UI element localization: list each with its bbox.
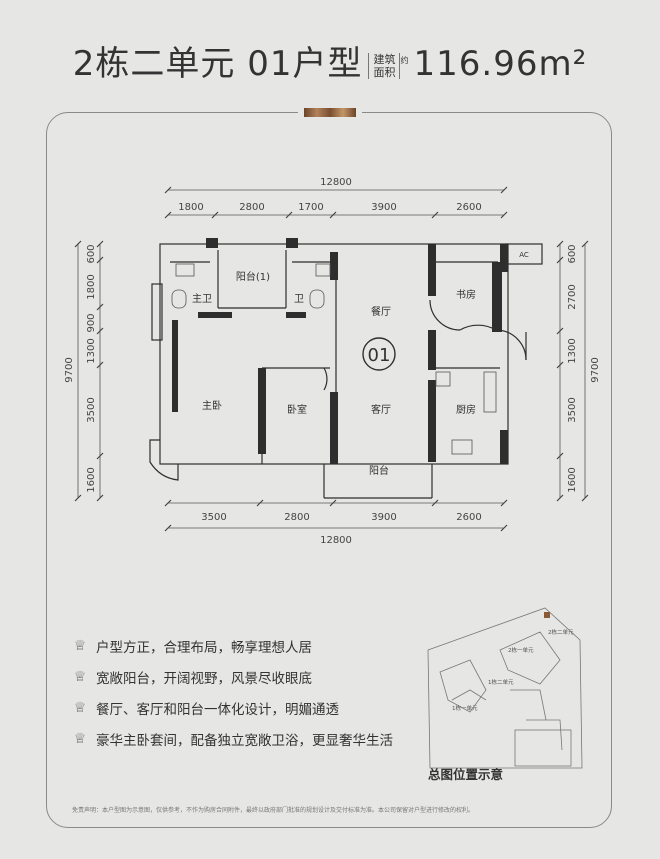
dim-bottom-2: 2800 [284,512,309,523]
room-study: 书房 [456,288,476,301]
dim-top-1: 1800 [178,202,203,213]
dim-left-4: 1300 [86,338,97,363]
dim-bottom-1: 3500 [201,512,226,523]
dim-right-5: 1600 [567,467,578,492]
dim-bottom-total: 12800 [320,535,352,546]
room-living: 客厅 [371,403,391,416]
dimension-labels: 12800 1800 2800 1700 3900 2600 3500 2800… [178,177,481,546]
dim-right-4: 3500 [567,397,578,422]
area-label-line1: 建筑 [373,52,396,66]
site-plan-label: 总图位置示意 [428,767,504,782]
dimension-ticks [74,186,589,532]
dim-left-6: 1600 [86,467,97,492]
dim-right-1: 600 [567,244,578,263]
dim-right-2: 2700 [567,284,578,309]
fixtures [171,263,497,455]
crown-icon: ♕ [73,637,87,654]
room-master-bed: 主卧 [202,399,222,412]
site-tag-4: 1栋一单元 [452,704,478,712]
room-labels: 主卫 阳台(1) 卫 餐厅 书房 01 主卧 卧室 客厅 厨房 阳台 AC [192,251,529,477]
room-ac: AC [519,251,529,259]
dim-left-5: 3500 [86,397,97,422]
room-kitchen: 厨房 [456,403,476,416]
feature-text: 豪华主卧套间，配备独立宽敞卫浴，更显奢华生活 [96,732,393,749]
feature-item: ♕ 豪华主卧套间，配备独立宽敞卫浴，更显奢华生活 [72,723,432,754]
dim-left-3: 900 [86,313,97,332]
area-label-sup: 约 [400,55,410,65]
feature-text: 餐厅、客厅和阳台一体化设计，明媚通透 [96,701,339,718]
feature-list: ♕ 户型方正，合理布局，畅享理想人居 ♕ 宽敞阳台，开阔视野，风景尽收眼底 ♕ 餐厅、… [72,630,432,754]
room-dining: 餐厅 [371,305,391,318]
room-master-bath: 主卫 [192,293,212,305]
plan-outline [149,243,543,499]
site-tag-3: 1栋二单元 [488,678,514,686]
room-bedroom: 卧室 [287,403,307,416]
unit-number-circle [362,337,396,371]
dim-bottom-3: 3900 [371,512,396,523]
dim-top-2: 2800 [239,202,264,213]
area-label-line2: 面积 [373,65,396,79]
crown-icon: ♕ [73,668,87,685]
dim-top-3: 1700 [298,202,323,213]
dim-bottom-4: 2600 [456,512,481,523]
feature-item: ♕ 餐厅、客厅和阳台一体化设计，明媚通透 [72,692,432,723]
dim-left-1: 600 [86,244,97,263]
dim-left-2: 1800 [86,274,97,299]
crown-icon: ♕ [73,699,87,716]
crown-icon: ♕ [73,730,87,747]
dim-top-4: 3900 [371,202,396,213]
dimension-labels-vertical: 9700 600 1800 900 1300 3500 1600 600 270… [64,244,601,492]
dim-top-total: 12800 [320,177,352,188]
site-tag-1: 2栋二单元 [548,628,574,636]
disclaimer: 免责声明：本户型图为示意图，仅供参考，不作为购房合同附件，最终以政府部门批准的规… [72,807,475,814]
feature-item: ♕ 户型方正，合理布局，畅享理想人居 [72,630,432,661]
room-balcony: 阳台 [369,464,389,477]
area-value: 116.96m² [413,44,588,84]
title-prefix: 2栋二单元 01户型 [72,44,363,84]
wood-ornament [304,108,356,117]
feature-text: 宽敞阳台，开阔视野，风景尽收眼底 [96,670,312,687]
site-plan-tags: 2栋二单元 2栋一单元 1栋二单元 1栋一单元 [452,628,574,712]
dim-top-5: 2600 [456,202,481,213]
dim-left-total: 9700 [64,357,75,382]
room-balcony1: 阳台(1) [236,270,270,283]
dimension-lines [77,189,586,529]
site-plan-highlight [544,612,550,618]
dim-right-total: 9700 [590,357,601,382]
feature-item: ♕ 宽敞阳台，开阔视野，风景尽收眼底 [72,661,432,692]
feature-text: 户型方正，合理布局，畅享理想人居 [96,639,312,656]
plan-walls [172,238,508,464]
room-unit-no: 01 [368,345,391,366]
area-label: 建筑面积 [368,52,401,79]
room-bath: 卫 [294,294,304,305]
site-tag-2: 2栋一单元 [508,646,534,654]
site-plan [427,607,583,769]
dim-right-3: 1300 [567,338,578,363]
